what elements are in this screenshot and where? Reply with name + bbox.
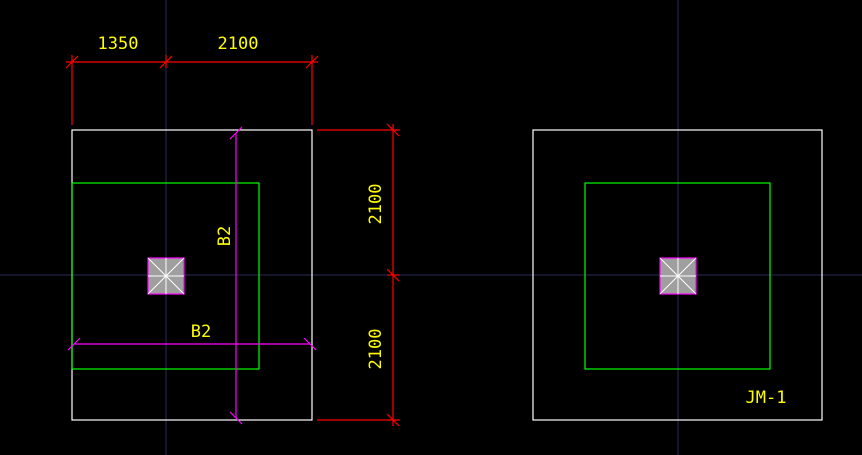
column-symbol[interactable]: [659, 257, 697, 295]
footing-plan-dimensioned[interactable]: B2 B2 1350 2100 2: [65, 34, 400, 427]
footing-step-outline[interactable]: [71, 182, 260, 370]
footing-plan-jm1[interactable]: JM-1: [532, 129, 823, 421]
dimension-tick: [386, 268, 400, 282]
dimension-text-right-upper: 2100: [366, 184, 386, 225]
dimension-text-right-lower: 2100: [366, 329, 386, 370]
rebar-label-vertical: B2: [215, 226, 235, 246]
rebar-vertical[interactable]: [229, 126, 243, 425]
column-symbol[interactable]: [147, 257, 185, 295]
dimension-tick: [386, 123, 400, 137]
dimension-tick: [386, 413, 400, 427]
dimension-right[interactable]: [317, 123, 400, 427]
rebar-horizontal-tick-right: [303, 337, 317, 351]
rebar-label-horizontal: B2: [191, 322, 211, 342]
dimension-top[interactable]: [65, 55, 319, 125]
footing-outline[interactable]: [532, 129, 823, 421]
dimension-text-top-left: 1350: [98, 34, 139, 54]
dimension-text-top-right: 2100: [218, 34, 259, 54]
footing-label: JM-1: [746, 388, 787, 408]
rebar-horizontal-tick-left: [67, 337, 81, 351]
rebar-vertical-tick-top: [229, 126, 243, 140]
dimension-tick: [305, 55, 319, 69]
dimension-tick: [159, 55, 173, 69]
dimension-tick: [65, 55, 79, 69]
rebar-vertical-tick-bottom: [229, 411, 243, 425]
footing-step-outline[interactable]: [584, 182, 771, 370]
rebar-horizontal[interactable]: [67, 337, 317, 351]
